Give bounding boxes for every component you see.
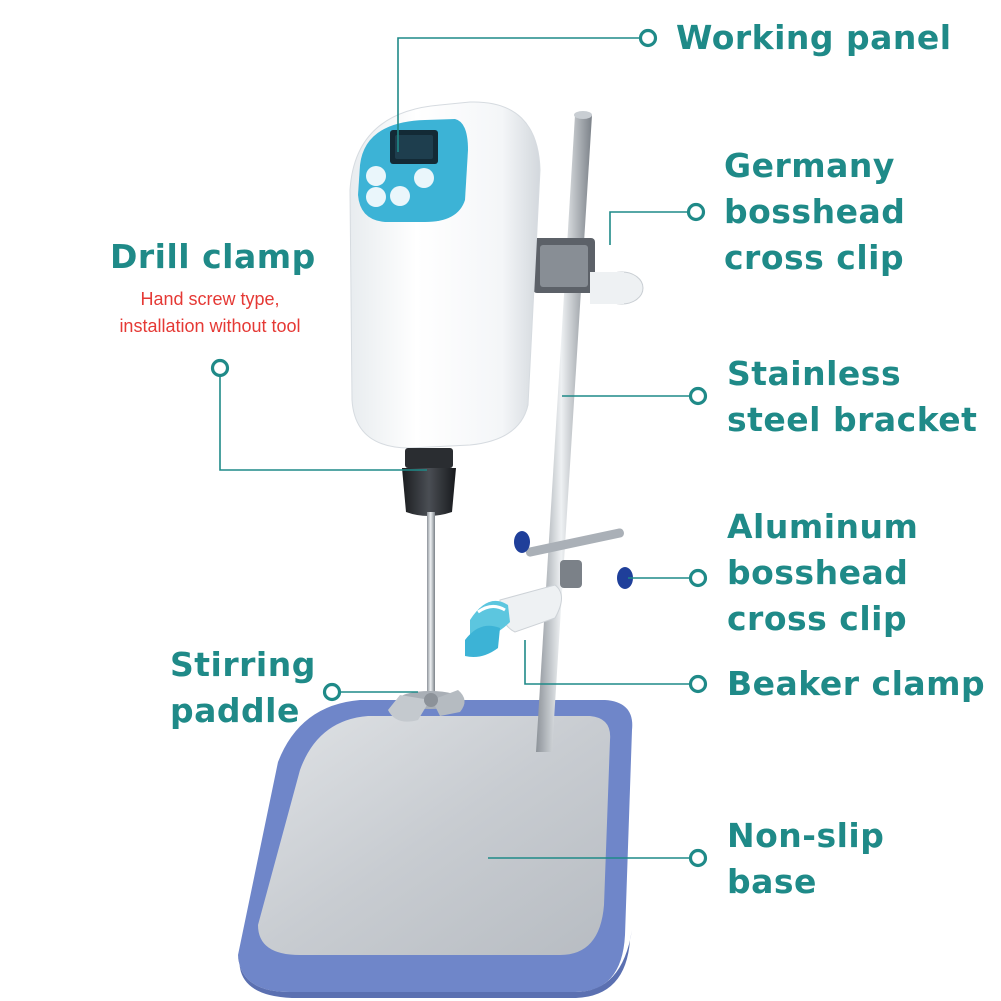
dot-germany-clip <box>686 202 706 222</box>
label-line: Working panel <box>676 18 952 57</box>
leader-dots <box>210 28 708 868</box>
dot-drill-clamp <box>210 358 230 378</box>
aluminum-bosshead-clip-shape <box>514 528 633 589</box>
label-line: bosshead <box>724 192 906 231</box>
label-line: paddle <box>170 691 300 730</box>
non-slip-base-shape <box>238 700 633 998</box>
label-line: Aluminum <box>727 507 919 546</box>
dot-bracket <box>688 386 708 406</box>
label-stirring-paddle: Stirring paddle <box>170 642 316 734</box>
label-line: base <box>727 862 817 901</box>
stirrer-motor-body <box>349 101 541 449</box>
dot-aluminum-clip <box>688 568 708 588</box>
label-non-slip-base: Non-slip base <box>727 813 884 905</box>
note-line: installation without tool <box>119 316 301 336</box>
label-line: Stainless <box>727 354 902 393</box>
label-beaker-clamp: Beaker clamp <box>727 661 985 707</box>
label-aluminum-bosshead-cross-clip: Aluminum bosshead cross clip <box>727 504 918 642</box>
label-line: Germany <box>724 146 895 185</box>
dot-base <box>688 848 708 868</box>
label-line: Stirring <box>170 645 316 684</box>
dot-working-panel <box>638 28 658 48</box>
label-line: steel bracket <box>727 400 978 439</box>
stirring-paddle-shape <box>388 690 465 722</box>
label-line: cross clip <box>724 238 905 277</box>
leader-lines <box>219 37 690 859</box>
stirring-shaft <box>427 512 435 702</box>
drill-clamp-note: Hand screw type, installation without to… <box>82 286 338 340</box>
germany-bosshead-clip-shape <box>533 238 644 305</box>
label-stainless-steel-bracket: Stainless steel bracket <box>727 351 977 443</box>
label-working-panel: Working panel <box>676 15 952 61</box>
note-line: Hand screw type, <box>140 289 280 309</box>
beaker-clamp-shape <box>465 584 562 657</box>
dot-stirring-paddle <box>322 682 342 702</box>
dot-beaker-clamp <box>688 674 708 694</box>
label-germany-bosshead-cross-clip: Germany bosshead cross clip <box>724 143 905 281</box>
label-line: Beaker clamp <box>727 664 986 703</box>
drill-clamp-shape <box>402 448 456 516</box>
label-line: cross clip <box>727 599 908 638</box>
label-line: bosshead <box>727 553 909 592</box>
label-line: Non-slip <box>727 816 885 855</box>
label-line: Drill clamp <box>110 237 316 276</box>
label-drill-clamp: Drill clamp <box>110 234 316 280</box>
